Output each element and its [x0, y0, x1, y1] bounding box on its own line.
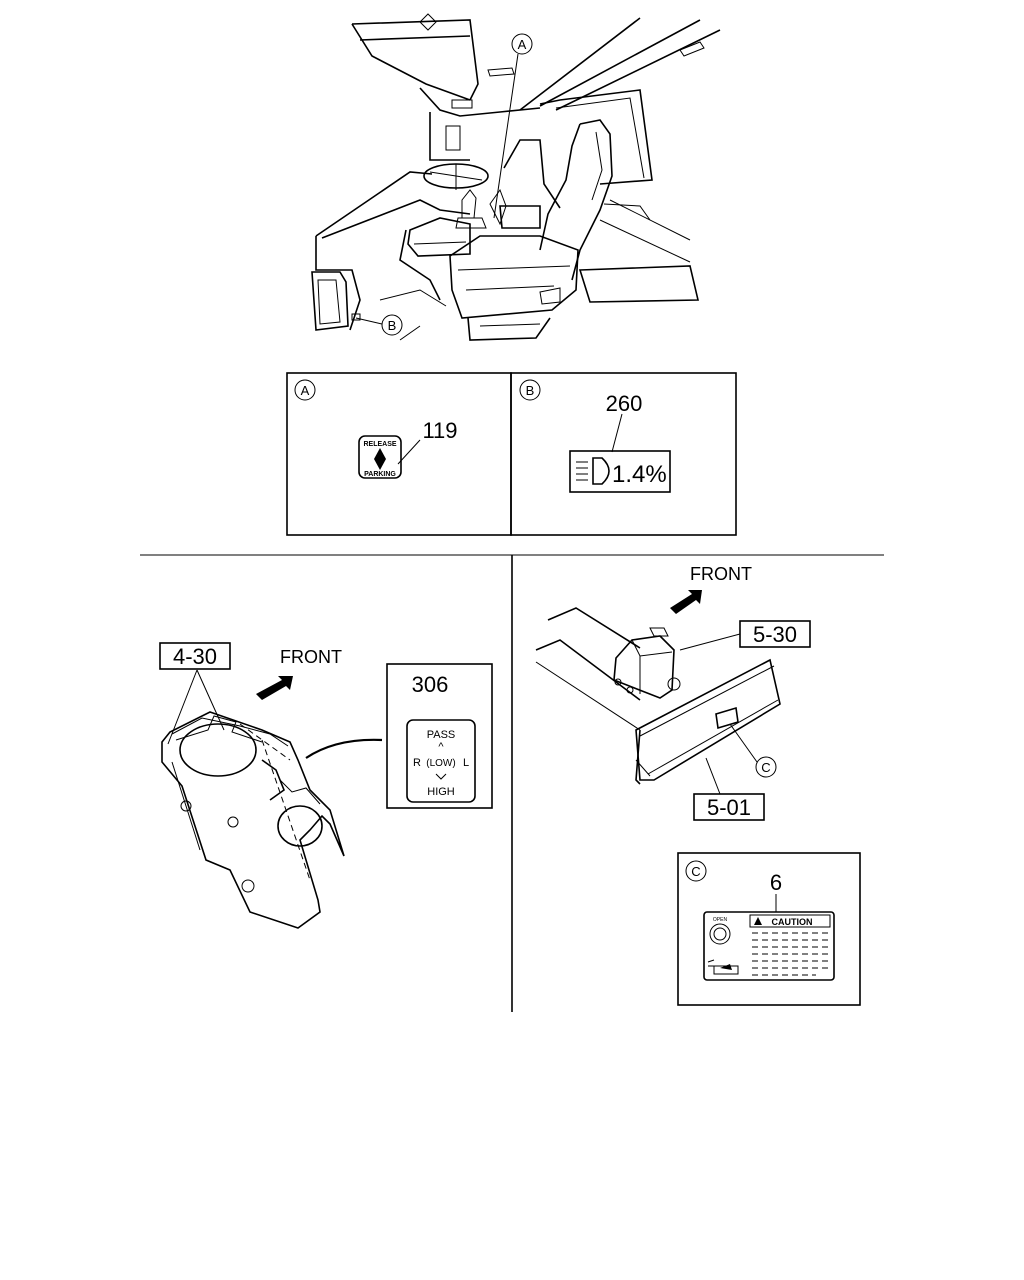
callout-b: B: [381, 314, 403, 336]
detail-b-box: B 260 1.4%: [510, 372, 737, 536]
switch-pass-label: PASS: [427, 729, 456, 741]
detail-c-box: C 6 OPEN CAUTION: [677, 852, 861, 1006]
switch-up-chevron: ^: [438, 741, 444, 753]
svg-text:A: A: [518, 37, 527, 52]
caution-label: CAUTION: [772, 917, 813, 927]
detail-b-part-no: 260: [606, 391, 643, 416]
detail-c-part-no: 6: [770, 870, 782, 895]
release-label: RELEASE: [363, 441, 396, 448]
arrow-icon: [670, 590, 702, 614]
callout-a: A: [511, 33, 533, 55]
ref-5-01: 5-01: [707, 795, 751, 820]
headlamp-icon: [576, 457, 610, 485]
detail-b-letter: B: [526, 383, 535, 398]
switch-high-label: HIGH: [427, 786, 455, 798]
detail-c-letter: C: [691, 864, 700, 879]
switch-l-label: L: [463, 757, 469, 769]
detail-a-box: A 119 RELEASE PARKING: [286, 372, 512, 536]
left-front-label: FRONT: [280, 647, 342, 667]
parking-label: PARKING: [364, 471, 396, 478]
arrow-icon: [256, 676, 293, 700]
right-front-label: FRONT: [690, 564, 752, 584]
warning-triangle-icon: [754, 917, 762, 925]
detail-a-letter: A: [301, 383, 310, 398]
switch-low-label: (LOW): [426, 758, 455, 769]
detail-a-part-no: 119: [422, 418, 457, 443]
right-view: FRONT 5-30 5-01 C: [535, 564, 811, 821]
diamond-arrow-icon: [374, 448, 386, 470]
left-part-no: 306: [412, 672, 449, 697]
cab-interior-illustration: [311, 13, 721, 341]
svg-text:B: B: [388, 318, 397, 333]
ref-4-30: 4-30: [173, 644, 217, 669]
ref-5-30: 5-30: [753, 622, 797, 647]
callout-c: C: [761, 760, 770, 775]
switch-down-chevron: [435, 773, 447, 780]
switch-r-label: R: [413, 757, 421, 769]
svg-text:OPEN: OPEN: [713, 917, 728, 923]
left-view: 4-30 FRONT 306 PASS ^ R (LOW) L HIGH: [159, 642, 493, 929]
headlamp-leveling-value: 1.4%: [612, 461, 667, 488]
